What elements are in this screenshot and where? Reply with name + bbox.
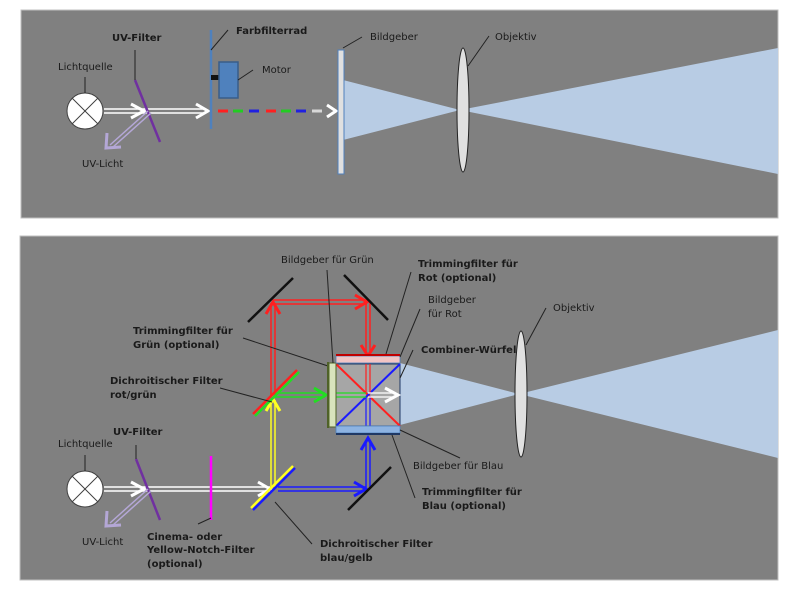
light-source-icon <box>66 92 104 130</box>
uv-light-beam <box>104 488 152 528</box>
bottom-panel: Lichtquelle UV-Filter UV-Licht Cinema- o… <box>19 235 779 581</box>
label-trim-red-1: Trimmingfilter für <box>418 259 518 270</box>
leader-line <box>197 517 212 525</box>
label-light-source: Lichtquelle <box>58 439 113 450</box>
leader-line <box>210 29 229 51</box>
projection-beam <box>343 48 778 174</box>
green-beam <box>275 386 329 404</box>
label-dichroic-rg-1: Dichroitischer Filter <box>110 376 223 387</box>
mirror-red-1 <box>247 277 294 323</box>
label-dichroic-by-2: blau/gelb <box>320 553 373 564</box>
motor-icon <box>218 61 239 99</box>
label-trim-blue-2: Blau (optional) <box>422 501 506 512</box>
combiner-cube <box>335 363 402 427</box>
lens-icon <box>456 47 470 173</box>
leader-line <box>274 501 313 545</box>
leader-line <box>219 387 273 403</box>
label-imager-red-1: Bildgeber <box>428 295 477 306</box>
imager-blue <box>335 425 401 434</box>
leader-line <box>391 434 416 499</box>
label-trim-blue-1: Trimmingfilter für <box>422 487 522 498</box>
leader-line <box>525 307 547 346</box>
label-uv-light: UV-Licht <box>82 537 123 548</box>
label-uv-filter: UV-Filter <box>113 427 163 438</box>
label-imager-green: Bildgeber für Grün <box>281 255 374 266</box>
uv-light-beam <box>104 110 152 150</box>
label-uv-filter: UV-Filter <box>112 33 162 44</box>
leader-line <box>237 69 254 81</box>
label-imager-red-2: für Rot <box>428 309 462 320</box>
sequential-color-beam <box>218 103 339 119</box>
leader-line <box>385 271 412 355</box>
dichroic-filter-blue-yellow <box>250 465 296 511</box>
label-trim-green-1: Trimmingfilter für <box>133 326 233 337</box>
label-combiner: Combiner-Würfel <box>421 345 516 356</box>
label-notch-filter-1: Cinema- oder <box>147 532 222 543</box>
imager-red <box>335 355 401 364</box>
white-beam <box>104 480 273 498</box>
mirror-blue <box>347 466 392 511</box>
label-light-source: Lichtquelle <box>58 62 113 73</box>
label-lens: Objektiv <box>495 32 537 43</box>
imager <box>337 49 345 175</box>
leader-line <box>467 35 490 67</box>
leader-line <box>399 308 421 358</box>
label-trim-red-2: Rot (optional) <box>418 273 496 284</box>
leader-line <box>342 36 363 49</box>
lens-icon <box>514 330 528 458</box>
label-notch-filter-3: (optional) <box>147 559 203 570</box>
label-imager-blue: Bildgeber für Blau <box>413 461 503 472</box>
top-panel: Lichtquelle UV-Filter UV-Licht Farbfilte… <box>20 9 779 219</box>
label-motor: Motor <box>262 65 292 76</box>
label-imager: Bildgeber <box>370 32 419 43</box>
leader-line <box>242 337 329 367</box>
dichroic-filter-red-green <box>252 369 300 417</box>
label-uv-light: UV-Licht <box>82 159 123 170</box>
light-source-icon <box>66 470 104 508</box>
leader-line <box>326 269 334 364</box>
label-dichroic-by-1: Dichroitischer Filter <box>320 539 433 550</box>
mirror-red-2 <box>343 274 389 321</box>
projection-beam <box>400 330 778 458</box>
leader-line <box>399 429 461 459</box>
label-trim-green-2: Grün (optional) <box>133 340 219 351</box>
motor-shaft <box>211 75 219 80</box>
blue-beam <box>278 435 377 498</box>
label-color-wheel: Farbfilterrad <box>236 26 307 37</box>
label-dichroic-rg-2: rot/grün <box>110 390 157 401</box>
imager-green <box>328 362 337 428</box>
leader-line <box>399 349 414 379</box>
label-notch-filter-2: Yellow-Notch-Filter <box>146 545 255 556</box>
label-lens: Objektiv <box>553 303 595 314</box>
white-beam <box>104 102 211 120</box>
